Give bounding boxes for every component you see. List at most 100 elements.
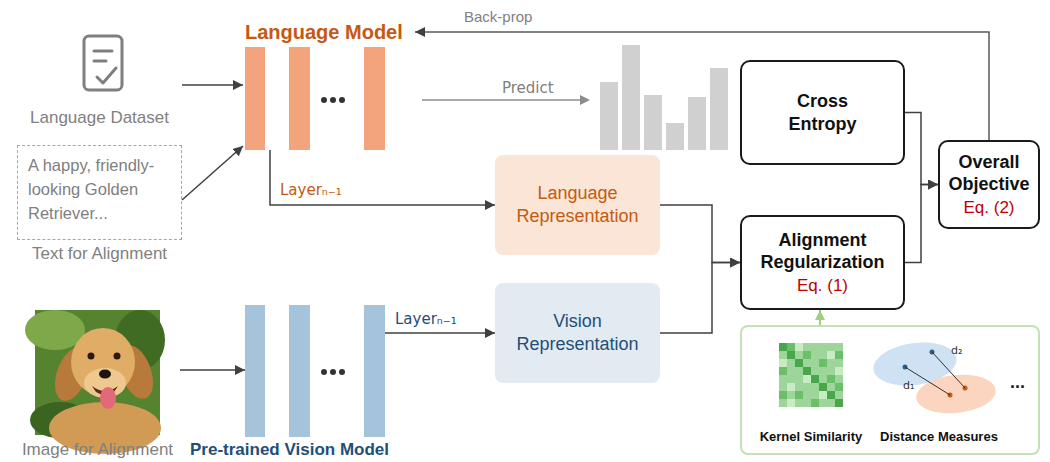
measure-item: Distance Measures — [872, 337, 1006, 449]
kernel-heatmap-part-part — [779, 359, 787, 367]
kernel-heatmap-part-part — [811, 399, 819, 407]
dog-photo-part — [88, 353, 95, 360]
node-text: Distance Measures — [872, 429, 1006, 445]
connector-arrow — [660, 263, 740, 334]
node-text: Language Model — [245, 20, 403, 44]
vision-model-bars-part — [245, 305, 265, 437]
kernel-heatmap-part — [779, 343, 843, 407]
language-model-bars-part — [330, 97, 336, 103]
loss-box: Cross Entropy — [740, 60, 905, 165]
language-model-bars-part — [364, 47, 385, 150]
language-model-bars-part — [289, 47, 310, 150]
kernel-heatmap-part-part — [779, 367, 787, 375]
kernel-heatmap-part-part — [835, 367, 843, 375]
measure-item: Kernel Similarity — [756, 337, 866, 449]
predict-arrow-part — [422, 99, 582, 101]
measures-panel: ... Kernel SimilarityDistance Measures — [740, 325, 1040, 455]
kernel-heatmap-part-part — [803, 351, 811, 359]
node-text: Image for Alignment — [15, 440, 180, 460]
predict-arrow-part — [580, 95, 590, 105]
language-model-bars-part — [245, 47, 265, 150]
dog-photo — [25, 310, 165, 454]
node-text: Vision Representation — [503, 310, 652, 356]
flow-label: Predict — [502, 79, 554, 97]
kernel-heatmap-part-part — [819, 359, 827, 367]
connector-arrow — [819, 310, 821, 325]
language-model-bars — [245, 47, 385, 150]
kernel-heatmap-part-part — [819, 391, 827, 399]
representation-box: Vision Representation — [495, 283, 660, 383]
kernel-heatmap-part-part — [811, 375, 819, 383]
regularization-box: Alignment RegularizationEq. (1) — [740, 215, 905, 310]
document-icon-part — [94, 50, 112, 53]
prediction-bar-chart-part — [666, 123, 684, 150]
dog-photo-part — [99, 370, 111, 379]
kernel-heatmap-part-part — [787, 399, 795, 407]
kernel-heatmap-part — [779, 343, 843, 407]
connector-arrow — [182, 84, 243, 86]
kernel-heatmap — [779, 343, 843, 407]
prediction-bar-chart-part — [644, 95, 662, 150]
kernel-heatmap-part-part — [827, 351, 835, 359]
kernel-heatmap-part-part — [827, 391, 835, 399]
kernel-heatmap-part-part — [803, 375, 811, 383]
vision-model-bars-part — [289, 305, 310, 437]
model-block: Language Model — [243, 20, 415, 150]
document-icon-part — [84, 36, 122, 90]
node-text: Overall Objective — [948, 151, 1030, 195]
prediction-bar-chart-part — [600, 82, 618, 150]
edge-label: Layerₙ₋₁ — [393, 310, 459, 328]
prediction-bar-chart-part — [710, 68, 728, 150]
kernel-heatmap-part-part — [787, 351, 795, 359]
prediction-bar-chart-part — [622, 45, 640, 150]
connector-arrow — [270, 150, 495, 205]
prediction-bar-chart-part — [688, 97, 706, 150]
distance-symbol: d₂ — [951, 344, 962, 357]
kernel-heatmap-part-part — [835, 383, 843, 391]
node-text: Language Representation — [503, 182, 652, 228]
kernel-heatmap-part-part — [795, 359, 803, 367]
kernel-heatmap-part-part — [819, 383, 827, 391]
objective-box: Overall ObjectiveEq. (2) — [938, 140, 1040, 229]
language-model-bars-part — [321, 97, 327, 103]
model-block: Pre-trained Vision Model — [245, 305, 385, 437]
node-text: A happy, friendly-looking Golden Retriev… — [28, 153, 171, 225]
kernel-heatmap-part-part — [835, 399, 843, 407]
vision-model-bars-part — [364, 305, 385, 437]
kernel-heatmap-part — [779, 343, 843, 407]
kernel-heatmap-part-part — [795, 343, 803, 351]
vision-model-bars-part — [321, 369, 327, 375]
vision-model-bars — [245, 305, 385, 437]
dog-photo-part — [100, 387, 116, 409]
distance-illustration-part — [932, 352, 965, 388]
edge-label: Back-prop — [462, 8, 534, 26]
kernel-heatmap-part — [779, 343, 843, 407]
image-node: Image for Alignment — [15, 308, 180, 460]
distance-illustration — [870, 337, 997, 417]
vision-model-bars-part — [339, 369, 345, 375]
node-subtext: Eq. (1) — [797, 275, 848, 296]
document-icon-part — [97, 68, 116, 83]
connector-arrow — [182, 146, 243, 200]
connector-arrow — [905, 113, 938, 185]
kernel-heatmap-part-part — [803, 367, 811, 375]
language-model-bars-part — [339, 97, 345, 103]
kernel-heatmap-part-part — [835, 351, 843, 359]
document-icon — [84, 36, 122, 90]
kernel-heatmap-part-part — [779, 391, 787, 399]
vision-model-bars-part — [330, 369, 336, 375]
kernel-heatmap-part-part — [795, 391, 803, 399]
node-text: Cross Entropy — [773, 90, 873, 136]
text-sample-box: A happy, friendly-looking Golden Retriev… — [17, 145, 182, 240]
dog-photo-part — [114, 353, 121, 360]
node-text: Language Dataset — [17, 108, 182, 128]
connector-arrow — [905, 185, 938, 263]
node-subtext: Eq. (2) — [963, 197, 1014, 218]
connector-arrow — [385, 332, 495, 334]
kernel-heatmap-part-part — [787, 343, 795, 351]
node-text: ... — [1010, 371, 1025, 393]
edge-label: Layerₙ₋₁ — [278, 181, 344, 199]
kernel-heatmap-part-part — [787, 383, 795, 391]
node-text: Alignment Regularization — [750, 229, 895, 273]
kernel-heatmap-part-part — [827, 375, 835, 383]
